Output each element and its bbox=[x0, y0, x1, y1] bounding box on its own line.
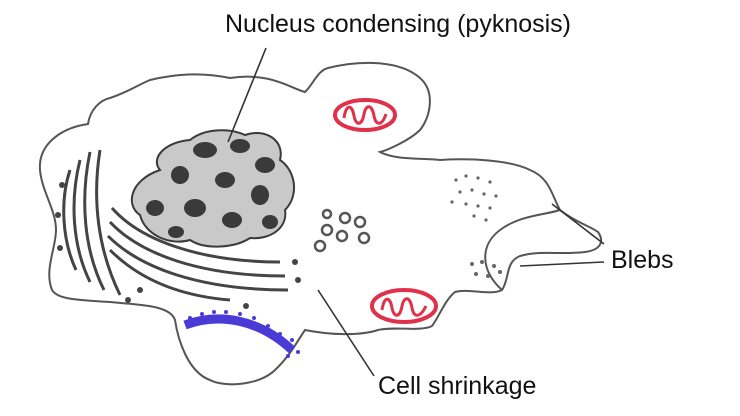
cell-membrane-outline bbox=[40, 63, 601, 384]
mitochondrion-lower bbox=[372, 290, 436, 322]
mitochondrion-upper bbox=[335, 100, 395, 130]
label-blebs: Blebs bbox=[611, 248, 674, 273]
label-nucleus-condensing: Nucleus condensing (pyknosis) bbox=[225, 12, 571, 37]
label-cell-shrinkage: Cell shrinkage bbox=[378, 374, 536, 399]
leader-line-blebs-lower bbox=[520, 262, 604, 266]
